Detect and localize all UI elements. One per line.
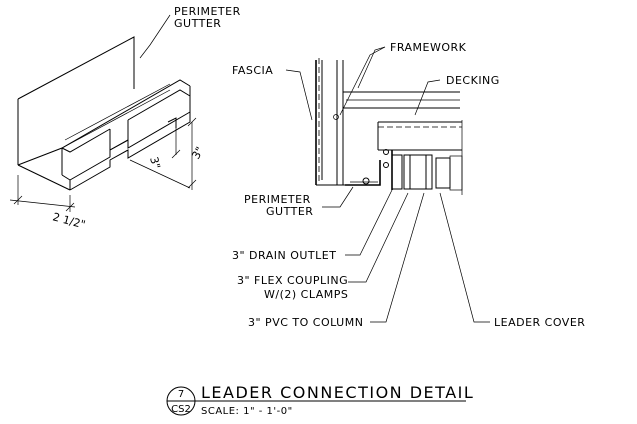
leader-cover-label: LEADER COVER [494, 316, 585, 329]
dim-width-label: 2 1/2" [51, 210, 86, 231]
detail-number: 7 [178, 389, 184, 400]
fascia-label: FASCIA [232, 64, 273, 77]
iso-perimeter-gutter-label-1: PERIMETER [174, 5, 241, 18]
iso-perimeter-gutter-label-2: GUTTER [174, 17, 221, 30]
dim-depth-label-a: 3" [147, 155, 163, 170]
detail-scale: SCALE: 1" - 1'-0" [201, 406, 293, 417]
framework-label: FRAMEWORK [390, 41, 467, 54]
flex-coupling-label-1: 3" FLEX COUPLING [237, 274, 348, 287]
section-perimeter-gutter-label-2: GUTTER [266, 205, 313, 218]
drain-outlet-label: 3" DRAIN OUTLET [232, 249, 336, 262]
sheet-number: CS2 [171, 404, 191, 415]
title-block [166, 386, 466, 416]
isometric-gutter [9, 14, 197, 212]
section-detail [285, 46, 490, 323]
flex-coupling-label-2: W/(2) CLAMPS [264, 288, 348, 301]
decking-label: DECKING [446, 74, 500, 87]
detail-title: LEADER CONNECTION DETAIL [201, 383, 474, 402]
dim-depth-label-b: 3" [189, 145, 206, 162]
section-perimeter-gutter-label-1: PERIMETER [244, 193, 311, 206]
pvc-to-column-label: 3" PVC TO COLUMN [248, 316, 363, 329]
